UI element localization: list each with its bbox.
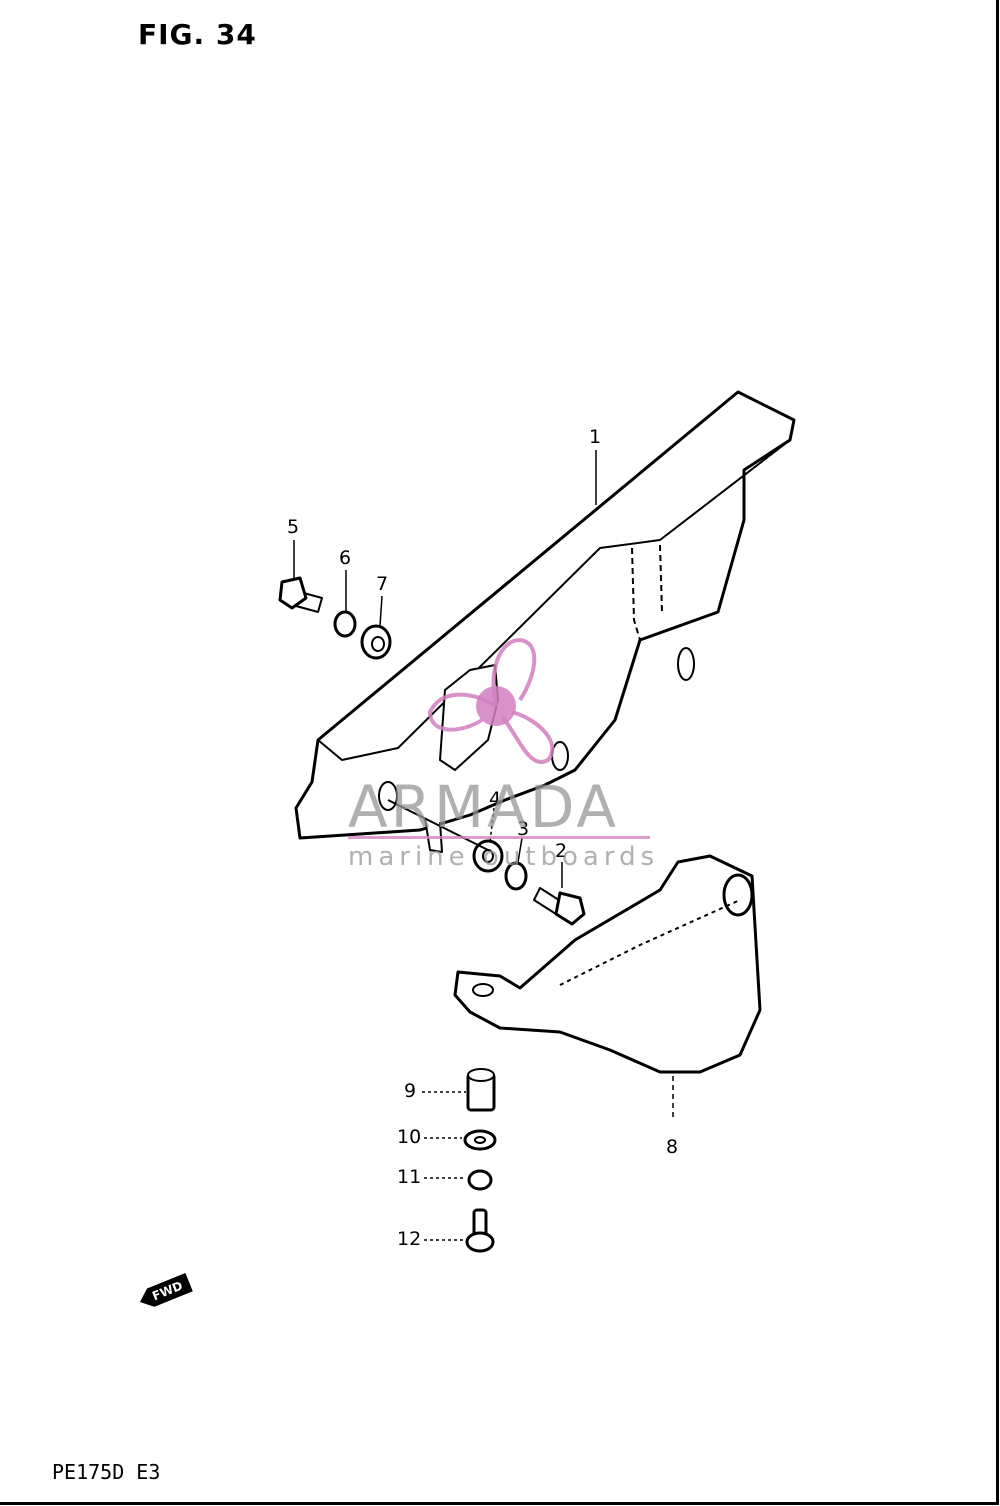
callout-2: 2 [555, 840, 568, 862]
part-12-bolt [465, 1208, 495, 1253]
callout-7: 7 [376, 573, 389, 595]
callout-4: 4 [489, 788, 502, 810]
part-3-lock-washer [504, 861, 528, 891]
model-code: PE175D E3 [52, 1460, 161, 1484]
part-2-bolt [533, 887, 586, 926]
callout-5: 5 [287, 516, 300, 538]
part-1-bracket [294, 390, 796, 840]
callout-10: 10 [397, 1126, 422, 1148]
watermark-divider [348, 836, 650, 839]
callout-11: 11 [397, 1166, 422, 1188]
figure-title: FIG. 34 [138, 18, 257, 51]
part-5-bolt [278, 576, 323, 613]
part-9-sleeve [466, 1068, 496, 1112]
callout-8: 8 [666, 1136, 679, 1158]
watermark-logo-icon [427, 637, 555, 764]
watermark-tagline: marine outboards [348, 842, 660, 872]
callout-1: 1 [589, 426, 602, 448]
part-8-mount-bracket [453, 854, 762, 1074]
callout-3: 3 [517, 818, 530, 840]
part-11-lock-washer [467, 1169, 493, 1191]
watermark-hub [476, 686, 516, 726]
part-6-lock-washer [333, 610, 357, 638]
callout-9: 9 [404, 1080, 417, 1102]
callout-12: 12 [397, 1228, 422, 1250]
watermark-brand: ARMADA [348, 773, 620, 841]
callout-6: 6 [339, 547, 352, 569]
